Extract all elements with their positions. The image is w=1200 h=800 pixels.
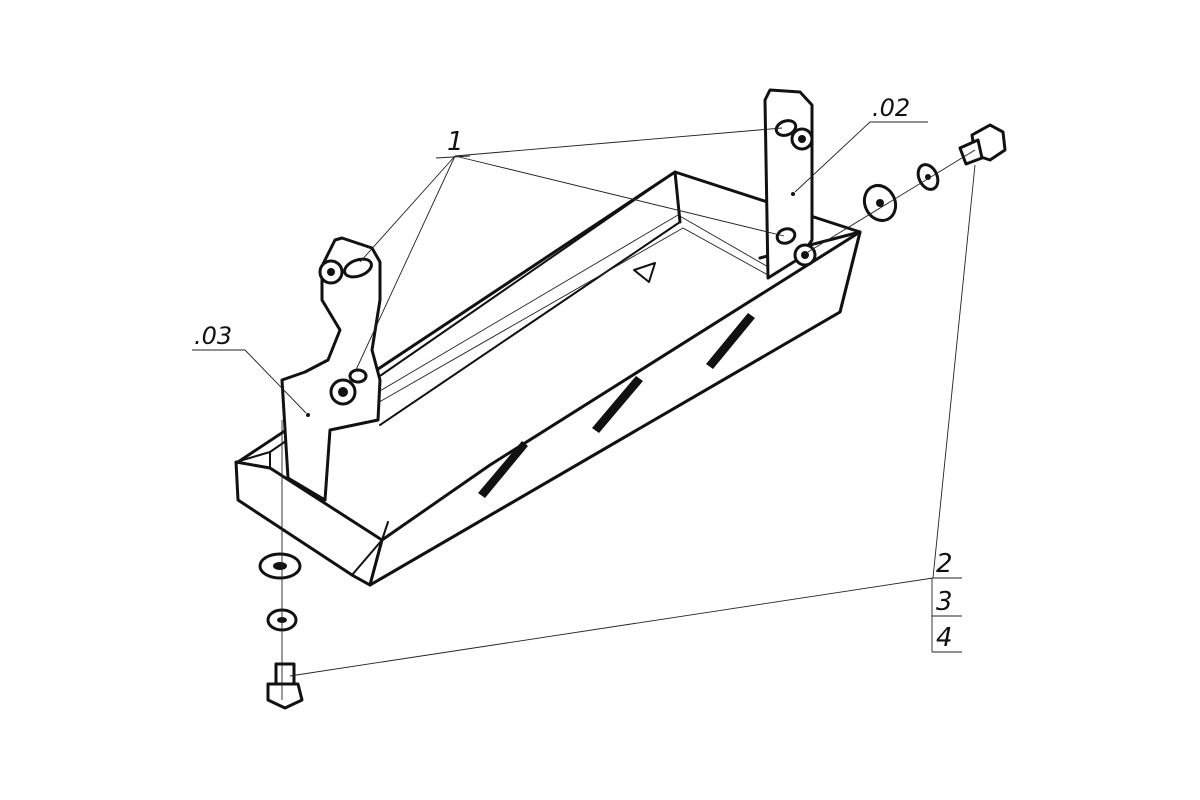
callout-2: 2 [936, 549, 953, 579]
vent-slot [478, 441, 528, 498]
bracket-left [280, 236, 382, 502]
bracket-right [763, 88, 817, 280]
leader-lines [192, 121, 976, 677]
callout-3: 3 [936, 587, 953, 617]
bolt-bottom [266, 662, 304, 710]
washer-top [862, 183, 898, 223]
callout-4: 4 [936, 623, 953, 653]
bolt-top [958, 123, 1007, 166]
callout-1: 1 [447, 127, 464, 157]
callout-02: .02 [872, 94, 910, 122]
axis-lines [281, 149, 976, 700]
lock-washer-top [916, 163, 940, 191]
washer-bottom [258, 552, 302, 580]
vent-slot [592, 376, 643, 433]
callout-03: .03 [194, 322, 232, 350]
vent-slot [706, 313, 755, 369]
